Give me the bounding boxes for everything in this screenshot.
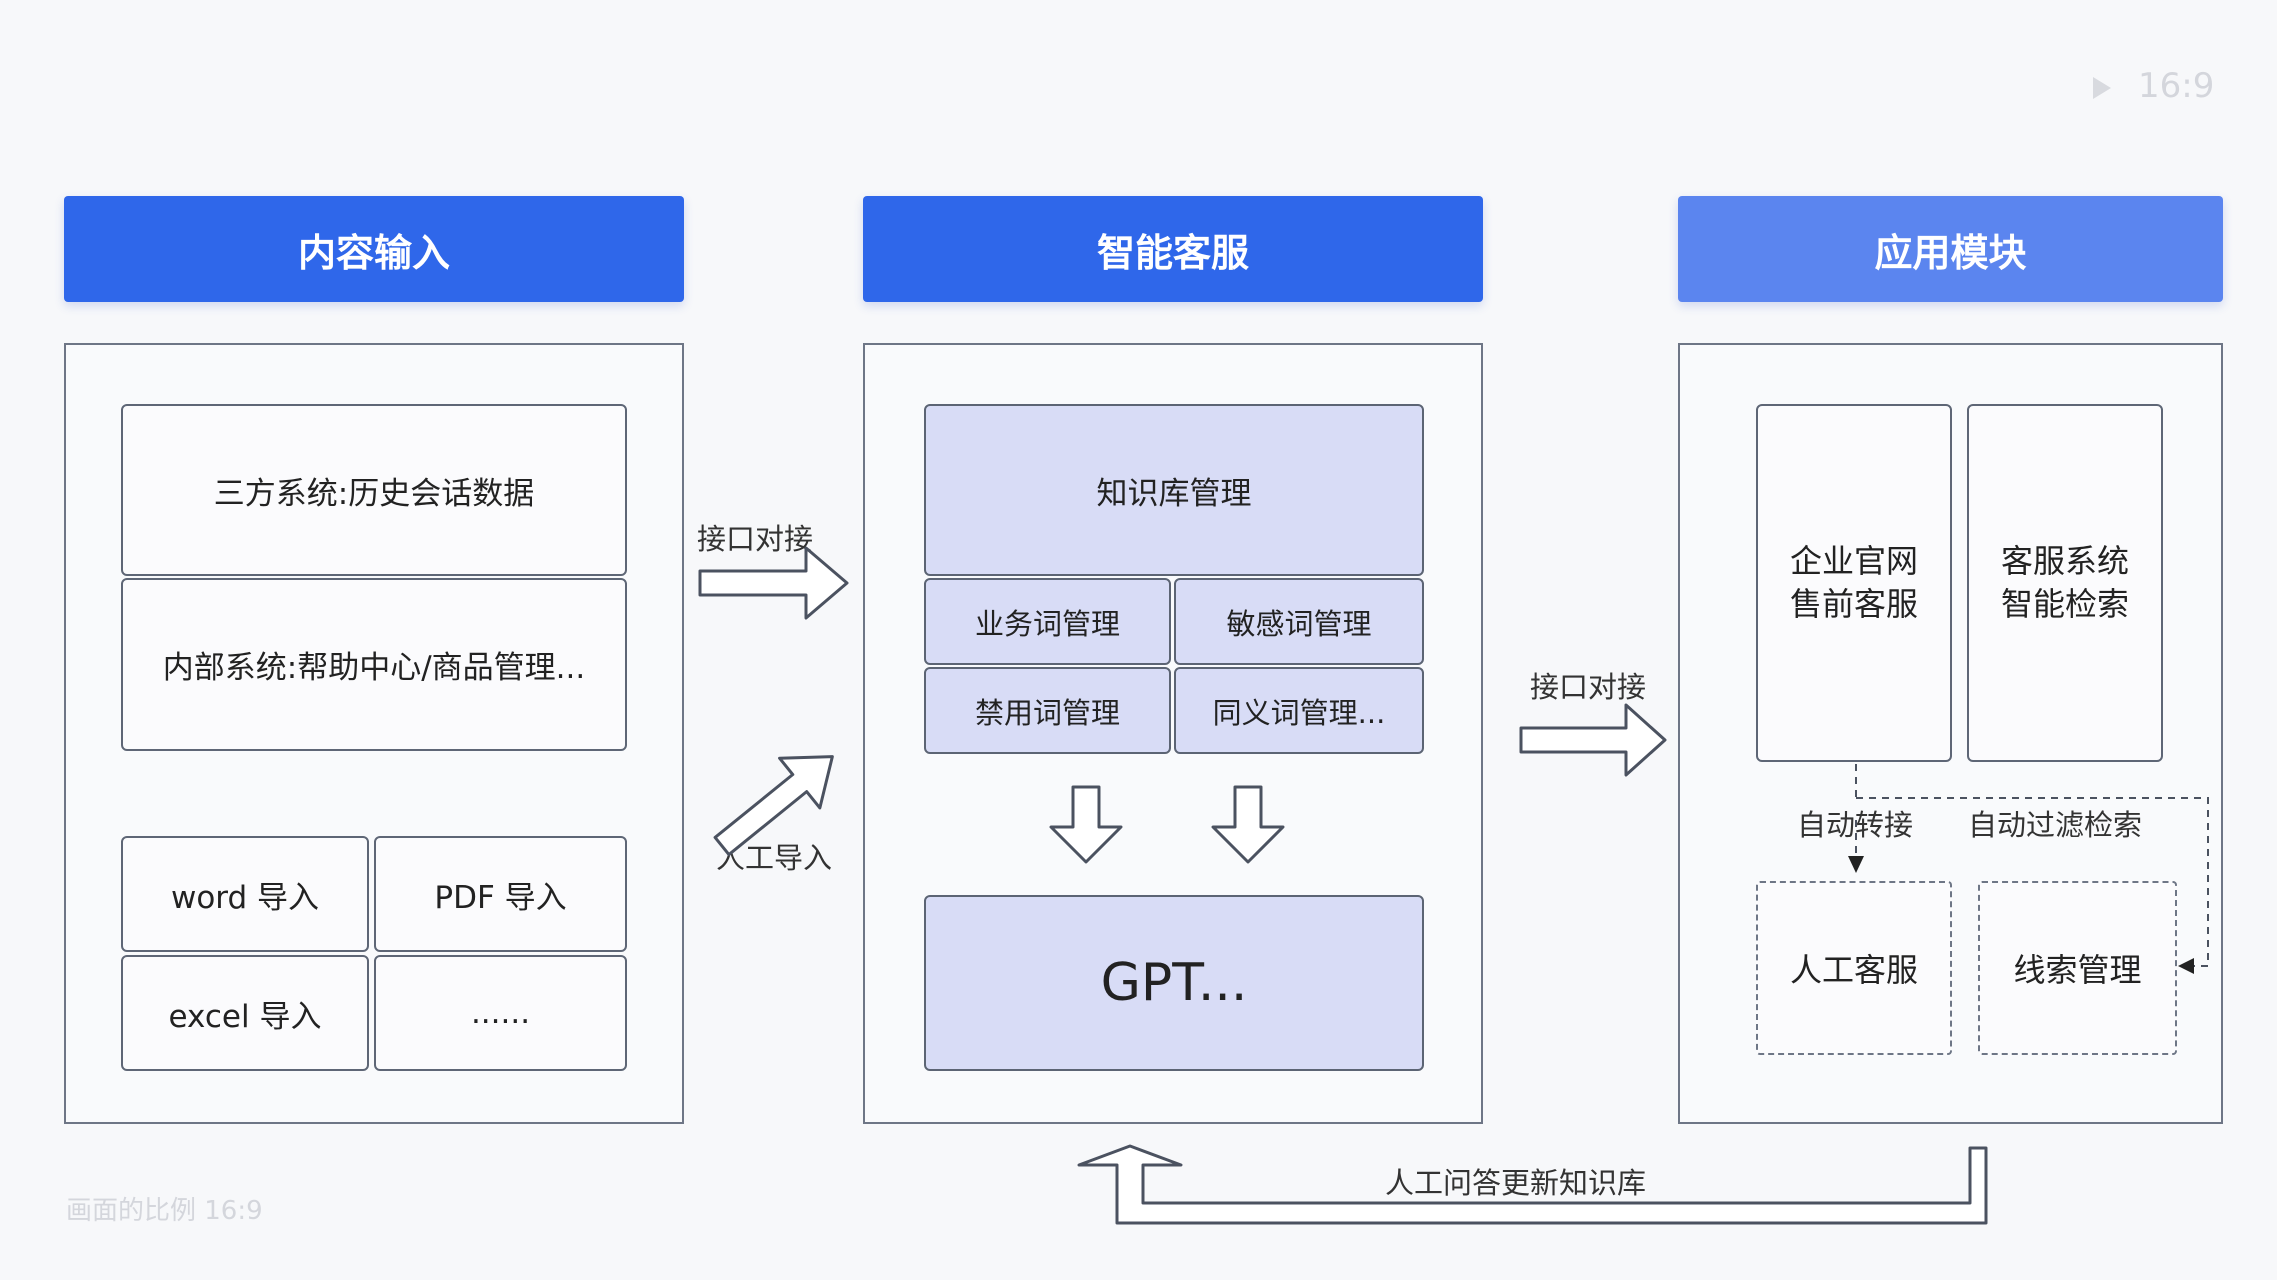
down-arrow-left (1049, 785, 1123, 864)
human-service-box: 人工客服 (1756, 881, 1952, 1055)
third-party-system-box: 三方系统:历史会话数据 (121, 404, 627, 576)
official-site-presales-box: 企业官网 售前客服 (1756, 404, 1952, 762)
more-import-box: ...... (374, 955, 627, 1071)
internal-system-box: 内部系统:帮助中心/商品管理... (121, 578, 627, 751)
aspect-ratio-label: 16:9 (2138, 66, 2215, 106)
app-module-header: 应用模块 (1678, 196, 2223, 302)
auto-flow-lines (1855, 764, 2209, 967)
play-icon[interactable] (2093, 77, 2111, 99)
auto-filter-label: 自动过滤检索 (1968, 808, 2143, 842)
api-arrow-1 (698, 546, 849, 620)
banned-word-box: 禁用词管理 (924, 667, 1171, 754)
api-connect-label-2: 接口对接 (1530, 670, 1647, 704)
api-arrow-2 (1519, 703, 1667, 777)
down-arrow-right (1211, 785, 1285, 864)
smart-service-header: 智能客服 (863, 196, 1483, 302)
feedback-label: 人工问答更新知识库 (1385, 1166, 1647, 1200)
transfer-arrowhead (1848, 856, 1864, 873)
content-input-header: 内容输入 (64, 196, 684, 302)
filter-arrowhead (2178, 958, 2194, 974)
api-connect-label-1: 接口对接 (697, 522, 814, 556)
word-import-box: word 导入 (121, 836, 369, 952)
pdf-import-box: PDF 导入 (374, 836, 627, 952)
lead-management-box: 线索管理 (1978, 881, 2177, 1055)
sensitive-word-box: 敏感词管理 (1174, 578, 1424, 665)
knowledge-base-box: 知识库管理 (924, 404, 1424, 576)
manual-import-arrow (713, 755, 834, 857)
synonym-word-box: 同义词管理... (1174, 667, 1424, 754)
excel-import-box: excel 导入 (121, 955, 369, 1071)
footer-watermark: 画面的比例 16:9 (66, 1196, 263, 1226)
business-word-box: 业务词管理 (924, 578, 1171, 665)
service-smart-search-box: 客服系统 智能检索 (1967, 404, 2163, 762)
feedback-arrow (1077, 1144, 1988, 1225)
gpt-box: GPT... (924, 895, 1424, 1071)
